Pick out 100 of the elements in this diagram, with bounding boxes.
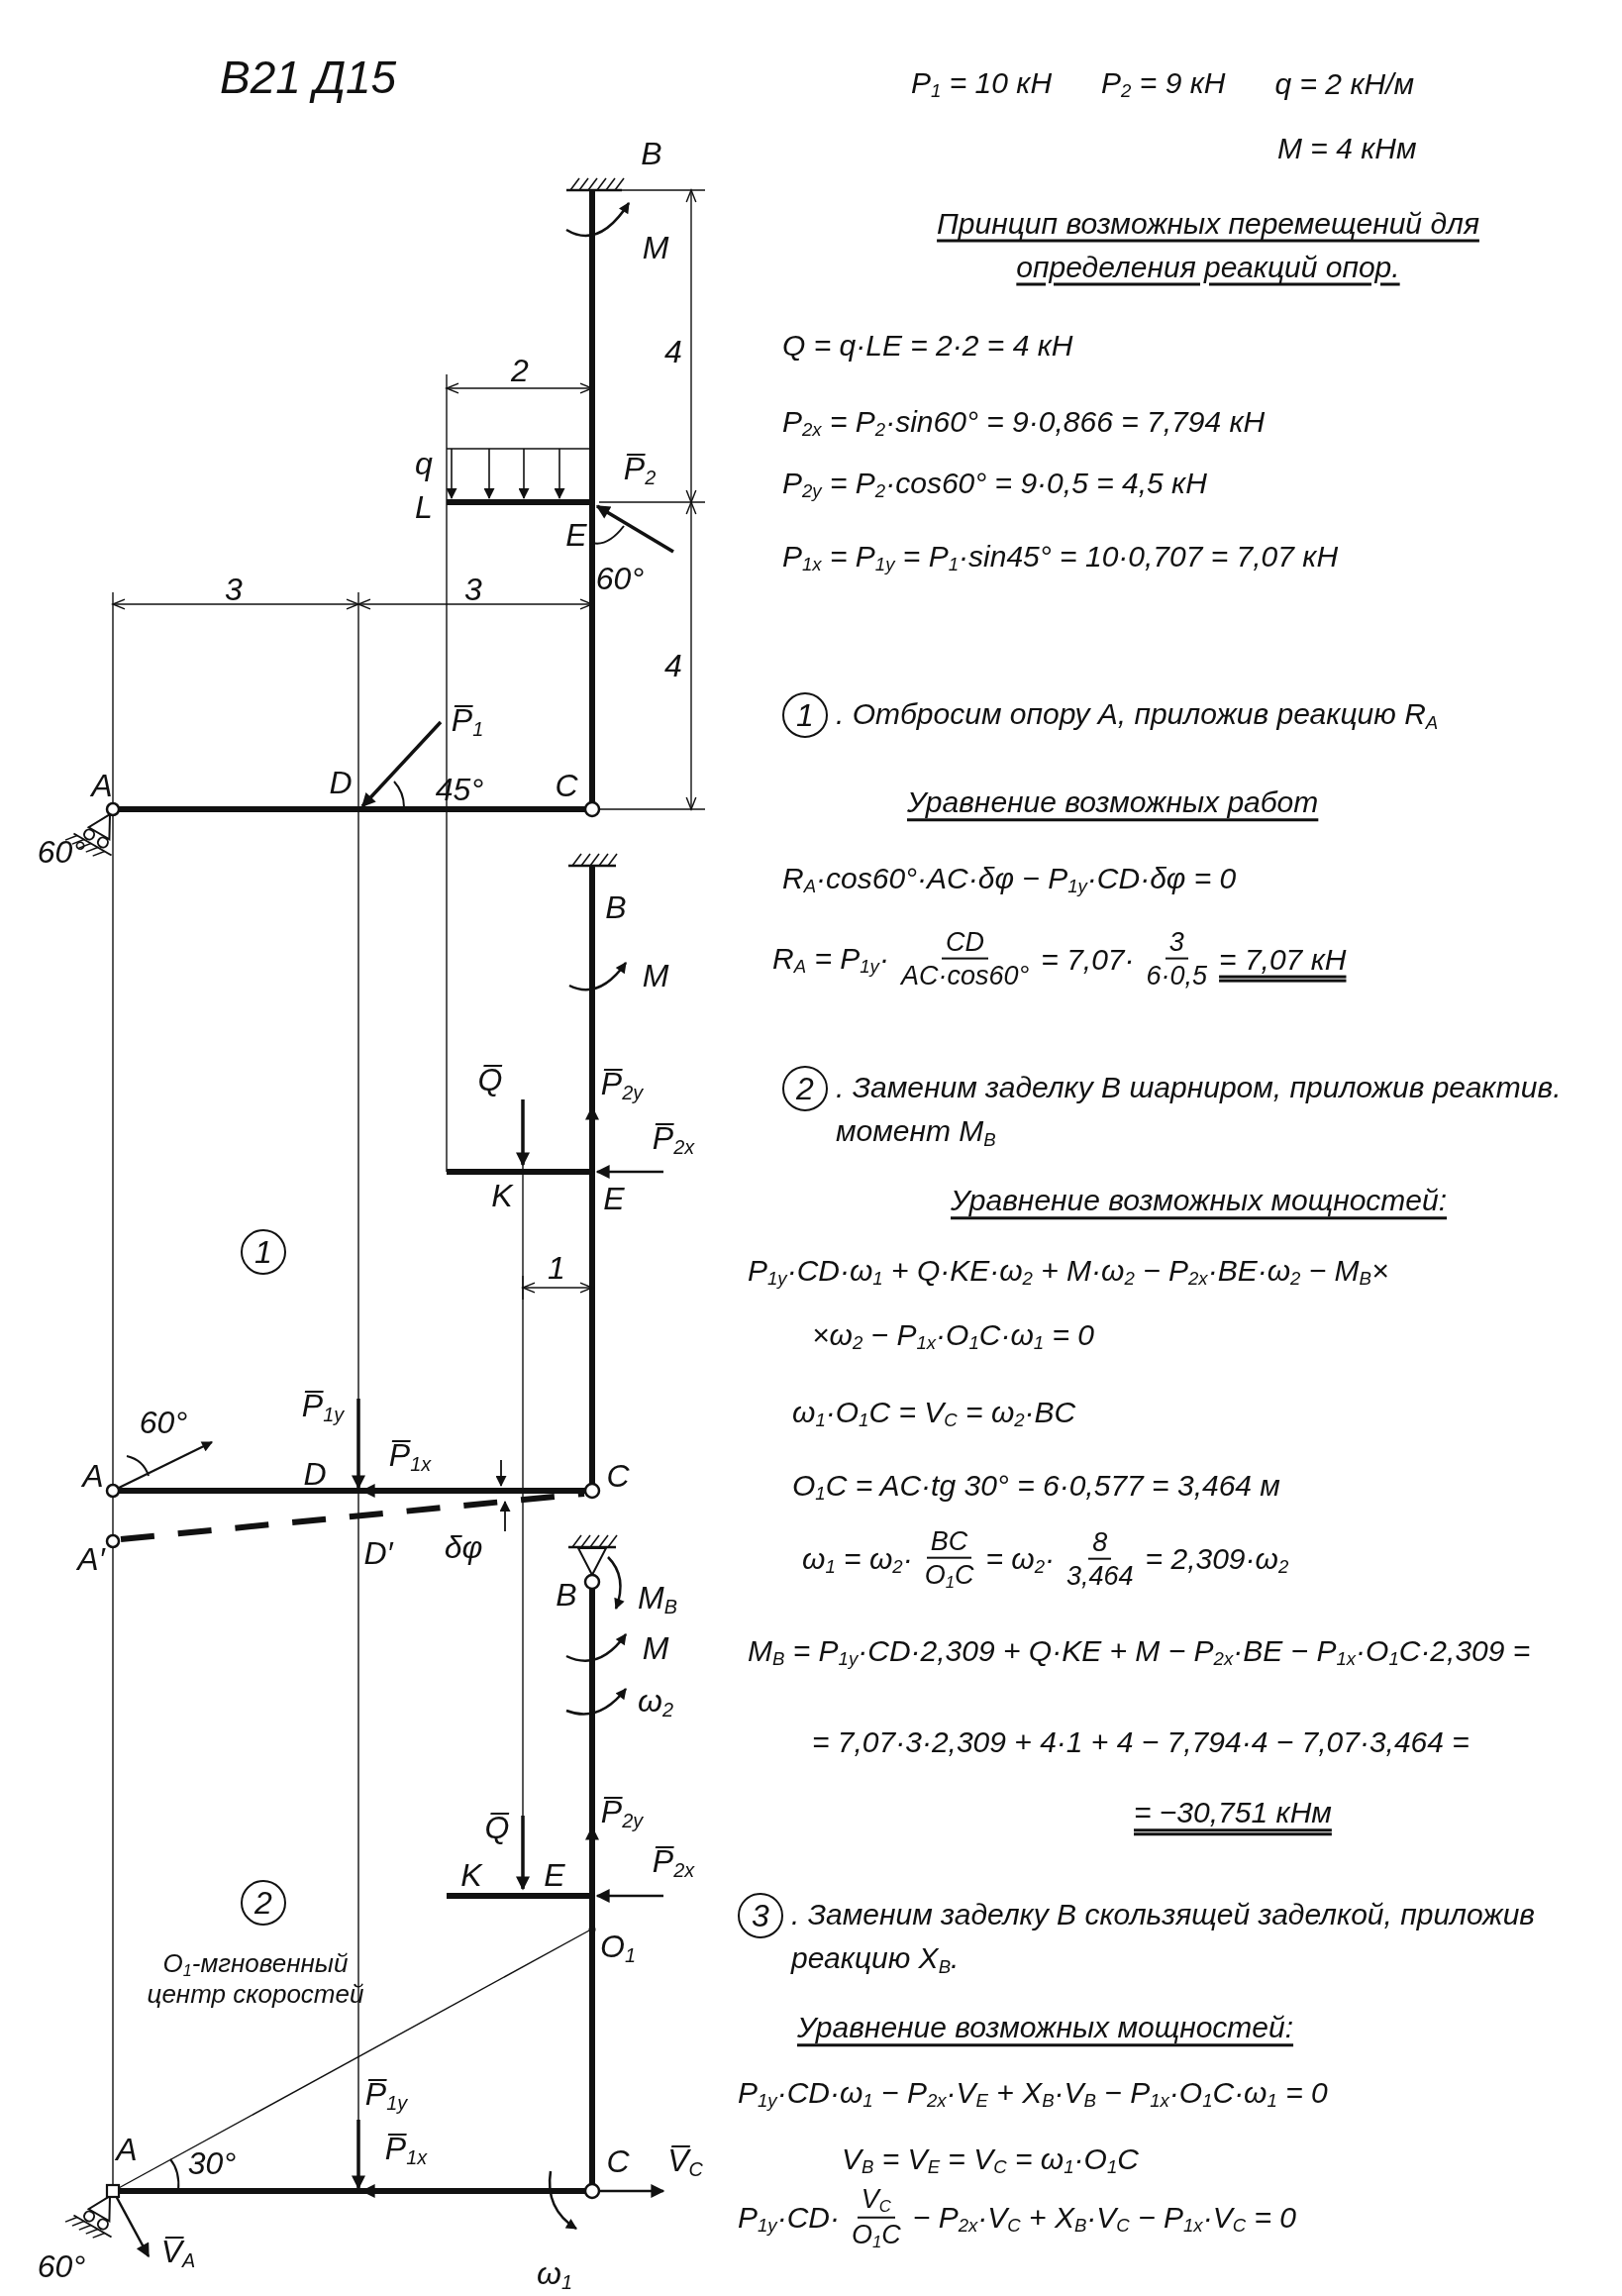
equation: Q = q·LE = 2·2 = 4 кН [782, 328, 1073, 365]
equation: − P$_{2x}$·V$_{C}$ + X$_{B}$·V$_{C}$ − P$_{1x}$·V$_{C}$ = 0 [912, 2199, 1296, 2239]
result: = −30,751 кНм [1134, 1795, 1332, 1831]
equation: = 2,309·ω$_{2}$ [1145, 1540, 1289, 1580]
fraction-denominator: O$_{1}$C [923, 1559, 975, 1594]
diagram-label: V̅$_{C}$ [667, 2141, 703, 2181]
diagram-label: P̅$_{1}$ [451, 701, 484, 741]
diagram-label: A [91, 767, 113, 804]
diagram-label: A [116, 2131, 138, 2168]
diagram-label: 60° [37, 2247, 86, 2285]
diagram-label: P̅$_{1x}$ [388, 1436, 432, 1476]
diagram-label: B [556, 1576, 577, 1614]
equation: P$_{1x}$ = P$_{1y}$ = P$_{1}$·sin45° = 10·0,707 = 7,07 кН [782, 538, 1339, 577]
fraction-denominator: 3,464 [1065, 1560, 1135, 1593]
equation: = ω$_{2}$· [985, 1540, 1055, 1580]
circled-number: 2 [782, 1065, 828, 1111]
circled-number: 2 [241, 1880, 286, 1926]
diagram-label: A′ [77, 1540, 105, 1578]
diagram-label: A [82, 1457, 104, 1495]
diagram-label: M [642, 1629, 669, 1667]
circled-number: 1 [782, 692, 828, 738]
diagram-label: ω$_{2}$ [638, 1682, 673, 1722]
diagram-label: P̅$_{2x}$ [652, 1842, 695, 1882]
diagram-label: M [642, 957, 669, 994]
diagram-label: K [491, 1177, 513, 1214]
diagram-label: P̅$_{1y}$ [364, 2075, 408, 2115]
diagram-label: 4 [664, 333, 682, 370]
equation: R$_{A}$·cos60°·AC·δφ − P$_{1y}$·CD·δφ = 0 [782, 860, 1237, 899]
equation: P$_{2}$ = 9 кН [1101, 64, 1226, 104]
diagram-label: B [641, 135, 662, 172]
equation: M$_{B}$ = P$_{1y}$·CD·2,309 + Q·KE + M − P$_{2x}$·BE − P$_{1x}$·O$_{1}$C·2,309 = [748, 1632, 1531, 1672]
diagram-label: C [606, 1457, 630, 1495]
section-heading: Принцип возможных перемещений для определения реакций опор. [936, 205, 1480, 285]
equation: ω$_{1}$ = ω$_{2}$· [802, 1540, 913, 1580]
section-heading: Уравнение возможных работ [907, 784, 1319, 821]
diagram-label: δφ [444, 1528, 483, 1566]
circled-number: 1 [241, 1229, 286, 1275]
diagram-label: Q̅ [484, 1809, 510, 1846]
diagram-label: 3 [225, 571, 243, 608]
equation: P$_{1y}$·CD· [738, 2199, 840, 2239]
fraction-numerator: V$_{C}$ [857, 2182, 895, 2219]
equation: q = 2 кН/м [1274, 65, 1415, 102]
step-text: . Заменим заделку B шарниром, приложив реактив. момент M$_{B}$ [836, 1069, 1563, 1152]
diagram-label: P̅$_{1x}$ [384, 2130, 428, 2169]
diagram-label: q [415, 445, 433, 482]
fraction-numerator: 8 [1088, 1525, 1112, 1560]
diagram-label: L [415, 488, 433, 526]
diagram-label: K [460, 1856, 482, 1894]
diagram-label: 60° [37, 833, 86, 871]
diagram-label: C [606, 2142, 630, 2180]
diagram-label: Q̅ [477, 1061, 503, 1098]
equation: = 7,07·3·2,309 + 4·1 + 4 − 7,794·4 − 7,07·3,464 = [812, 1724, 1470, 1761]
equation: M = 4 кНм [1277, 131, 1417, 167]
diagram-label: D′ [363, 1534, 393, 1572]
section-heading: Уравнение возможных мощностей: [797, 2010, 1294, 2046]
fraction-numerator: BC [926, 1524, 972, 1560]
step-text: . Отбросим опору A, приложив реакцию R$_{A}$ [836, 696, 1440, 735]
equation: ×ω$_{2}$ − P$_{1x}$·O$_{1}$C·ω$_{1}$ = 0 [812, 1316, 1094, 1356]
diagram-label: C [555, 767, 578, 804]
equation: P$_{1y}$·CD·ω$_{1}$ − P$_{2x}$·V$_{E}$ + X$_{B}$·V$_{B}$ − P$_{1x}$·O$_{1}$C·ω$_{1}$ = 0 [738, 2074, 1328, 2114]
diagram-label: 30° [187, 2144, 237, 2182]
diagram-label: P̅$_{2}$ [623, 450, 657, 489]
diagram-label: 4 [664, 647, 682, 684]
fraction-denominator: O$_{1}$C [850, 2219, 902, 2253]
diagram-label: O$_{1}$ [600, 1928, 636, 1967]
step-text: . Заменим заделку B скользящей заделкой, приложив реакцию X$_{B}$. [791, 1896, 1537, 1979]
diagram-label: D [329, 764, 353, 801]
diagram-label: 60° [139, 1404, 188, 1441]
diagram-label: M [642, 229, 669, 266]
diagram-label: E [565, 516, 587, 554]
equation: ω$_{1}$·O$_{1}$C = V$_{C}$ = ω$_{2}$·BC [792, 1394, 1076, 1433]
equation: P$_{2x}$ = P$_{2}$·sin60° = 9·0,866 = 7,794 кН [782, 403, 1266, 443]
fraction-denominator: AC·cos60° [899, 960, 1031, 992]
diagram-label: M$_{B}$ [638, 1579, 677, 1618]
diagram-label: E [603, 1180, 625, 1217]
diagram-label: 2 [511, 352, 529, 389]
equation: P$_{2y}$ = P$_{2}$·cos60° = 9·0,5 = 4,5 кН [782, 465, 1207, 504]
section-heading: Уравнение возможных мощностей: [951, 1183, 1448, 1219]
diagram-label: ω$_{1}$ [537, 2254, 572, 2294]
fraction-denominator: 6·0,5 [1145, 960, 1209, 992]
diagram-label: 60° [595, 560, 645, 597]
diagram-label: D [303, 1455, 327, 1493]
diagram-label: V̅$_{A}$ [160, 2233, 196, 2272]
diagram-label: B [605, 888, 627, 926]
equation: P$_{1y}$·CD·ω$_{1}$ + Q·KE·ω$_{2}$ + M·ω$_{2}$ − P$_{2x}$·BE·ω$_{2}$ − M$_{B}$× [748, 1252, 1389, 1292]
circled-number: 3 [738, 1892, 783, 1938]
diagram-label: 3 [464, 571, 482, 608]
diagram-label: E [544, 1856, 565, 1894]
diagram-label: P̅$_{2y}$ [600, 1793, 644, 1832]
equation: R$_{A}$ = P$_{1y}$· [772, 940, 889, 980]
diagram-label: P̅$_{1y}$ [301, 1387, 345, 1426]
equation: V$_{B}$ = V$_{E}$ = V$_{C}$ = ω$_{1}$·O$_{1}$C [842, 2140, 1139, 2180]
diagram-label: 1 [548, 1249, 565, 1287]
diagram-label: P̅$_{2y}$ [600, 1065, 644, 1104]
fraction-numerator: 3 [1165, 925, 1188, 960]
equation: = 7,07· [1041, 941, 1135, 978]
equation: O$_{1}$C = AC·tg 30° = 6·0,577 = 3,464 м [792, 1467, 1280, 1507]
equation: P$_{1}$ = 10 кН [911, 64, 1053, 104]
fraction-numerator: CD [942, 925, 989, 960]
diagram-label: P̅$_{2x}$ [652, 1119, 695, 1159]
